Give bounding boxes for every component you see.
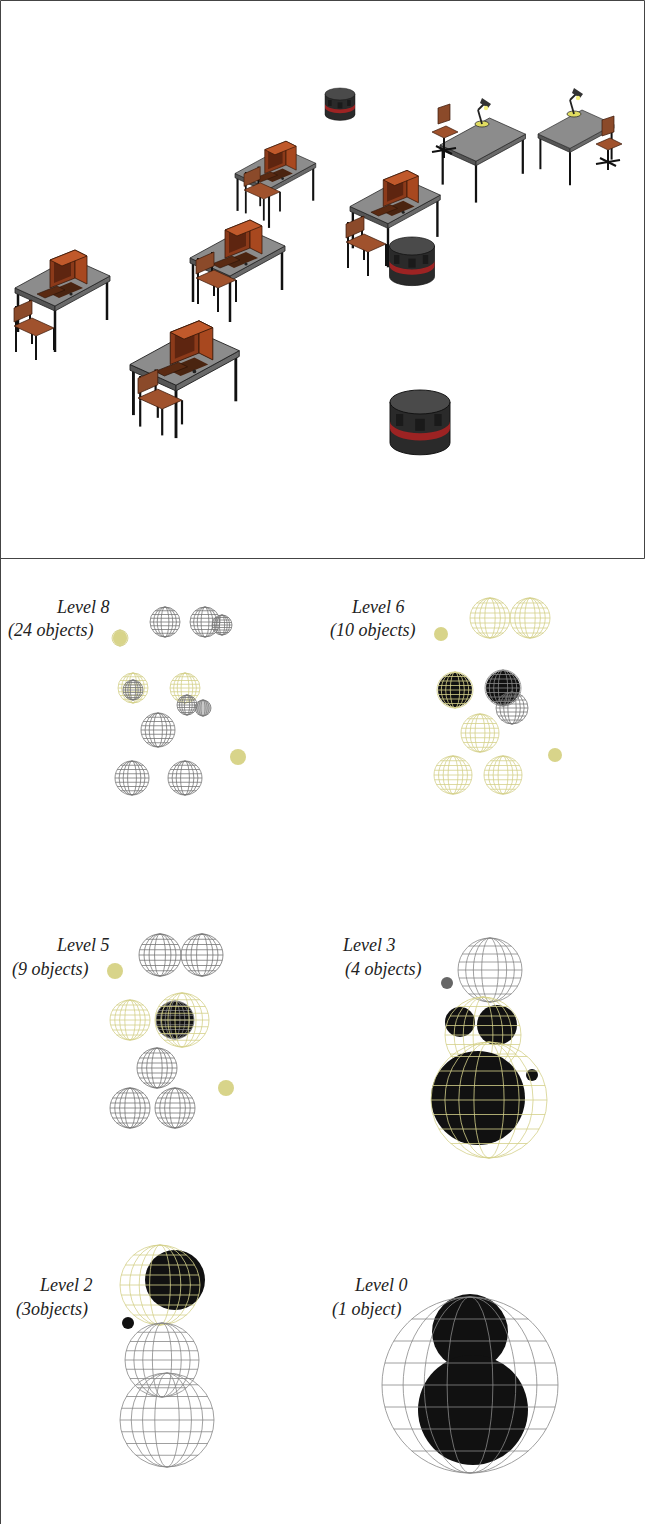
office-chair [596,116,622,170]
computer [155,321,213,376]
lamp [475,98,491,127]
sphere [112,630,128,646]
sphere [120,1245,200,1325]
level-label: Level 0 [355,1274,407,1296]
sphere [431,1042,547,1158]
level-label: (3objects) [16,1298,88,1320]
office-scene [14,88,622,455]
sphere [168,761,202,795]
sphere [150,607,180,637]
sphere [470,598,510,638]
office-chair [432,104,458,158]
level-0-spheres [382,1294,558,1473]
sphere [510,598,550,638]
sphere [195,700,211,716]
chair [346,216,386,276]
level-label: Level 8 [57,596,109,618]
robot [390,237,435,286]
sphere [458,938,522,1002]
computer [212,220,262,268]
level-8-spheres [112,607,246,795]
level-label: Level 2 [40,1274,92,1296]
sphere [155,1088,195,1128]
sphere [382,1297,558,1473]
sphere [496,692,528,724]
robot [325,88,355,120]
computer [37,250,87,298]
sphere [120,1373,214,1467]
sphere [437,672,473,708]
sphere [141,713,175,747]
chair [196,252,236,312]
level-2-spheres [120,1245,214,1467]
sphere [115,761,149,795]
sphere [461,714,499,752]
sphere [434,756,472,794]
computer [371,170,419,216]
level-label: Level 6 [352,596,404,618]
sphere [181,934,223,976]
sphere [125,1323,199,1397]
sphere [139,934,181,976]
sphere [212,615,232,635]
level-5-spheres [107,934,234,1128]
level-label: Level 5 [57,934,109,956]
level-label: Level 3 [343,934,395,956]
sphere [110,1000,150,1040]
level-label: (9 objects) [12,958,88,980]
sphere [118,673,148,703]
level-6-spheres [434,598,562,794]
sphere [177,695,197,715]
sphere [137,1048,177,1088]
sphere [110,1088,150,1128]
sphere [123,680,143,700]
sphere [484,756,522,794]
level-label: (24 objects) [8,619,93,641]
chair [14,300,54,360]
level-label: (10 objects) [330,619,415,641]
robot [390,390,450,455]
level-label: (1 object) [332,1298,401,1320]
chair [138,369,182,435]
chair [244,167,280,221]
level-label: (4 objects) [345,958,421,980]
sphere [155,993,209,1047]
lamp [567,88,583,117]
level-3-spheres [431,938,547,1158]
